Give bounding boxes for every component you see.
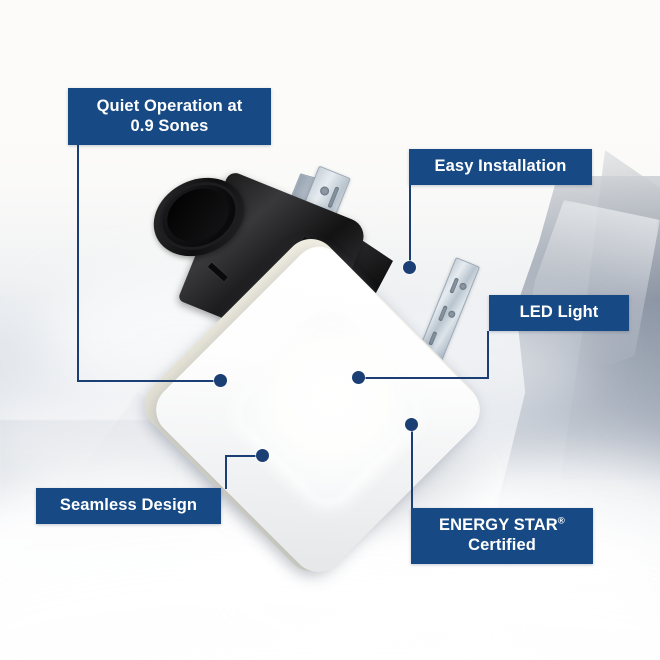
connector-line-led-horizontal (360, 377, 489, 379)
callout-label-seamless-design[interactable]: Seamless Design (36, 488, 221, 524)
callout-seamless-line1: Seamless Design (59, 496, 198, 515)
bracket-hole (447, 309, 457, 319)
callout-energy-line1: ENERGY STAR® (439, 516, 565, 536)
bracket-slot (428, 331, 438, 346)
callout-label-quiet-operation[interactable]: Quiet Operation at 0.9 Sones (68, 88, 271, 145)
connector-dot-quiet (214, 374, 227, 387)
registered-trademark-icon: ® (557, 515, 565, 527)
bracket-hole (458, 281, 468, 291)
callout-energy-line1-text: ENERGY STAR (439, 516, 558, 535)
callout-quiet-line2: 0.9 Sones (130, 116, 209, 135)
bracket-slot (438, 305, 448, 322)
connector-dot-easy (403, 261, 416, 274)
connector-line-led-vertical (487, 331, 489, 379)
connector-line-seamless-vertical (225, 455, 227, 489)
connector-dot-led (352, 371, 365, 384)
connector-line-quiet-vertical (77, 145, 79, 381)
bracket-hole (318, 185, 331, 197)
connector-line-seamless-horizontal (225, 455, 263, 457)
connector-dot-seamless (256, 449, 269, 462)
callout-quiet-line1: Quiet Operation at (96, 96, 243, 115)
callout-easy-line1: Easy Installation (434, 157, 567, 176)
connector-line-energy-vertical (411, 424, 413, 508)
callout-label-energy-star[interactable]: ENERGY STAR® Certified (411, 508, 593, 564)
callout-label-easy-installation[interactable]: Easy Installation (409, 149, 592, 185)
connector-dot-energy (405, 418, 418, 431)
duct-tab (207, 262, 229, 282)
callout-led-line1: LED Light (519, 303, 599, 322)
callout-energy-line2: Certified (468, 536, 536, 554)
callout-label-led-light[interactable]: LED Light (489, 295, 629, 331)
connector-line-easy-vertical (409, 185, 411, 268)
bracket-slot (449, 277, 460, 294)
connector-line-quiet-horizontal (77, 380, 219, 382)
